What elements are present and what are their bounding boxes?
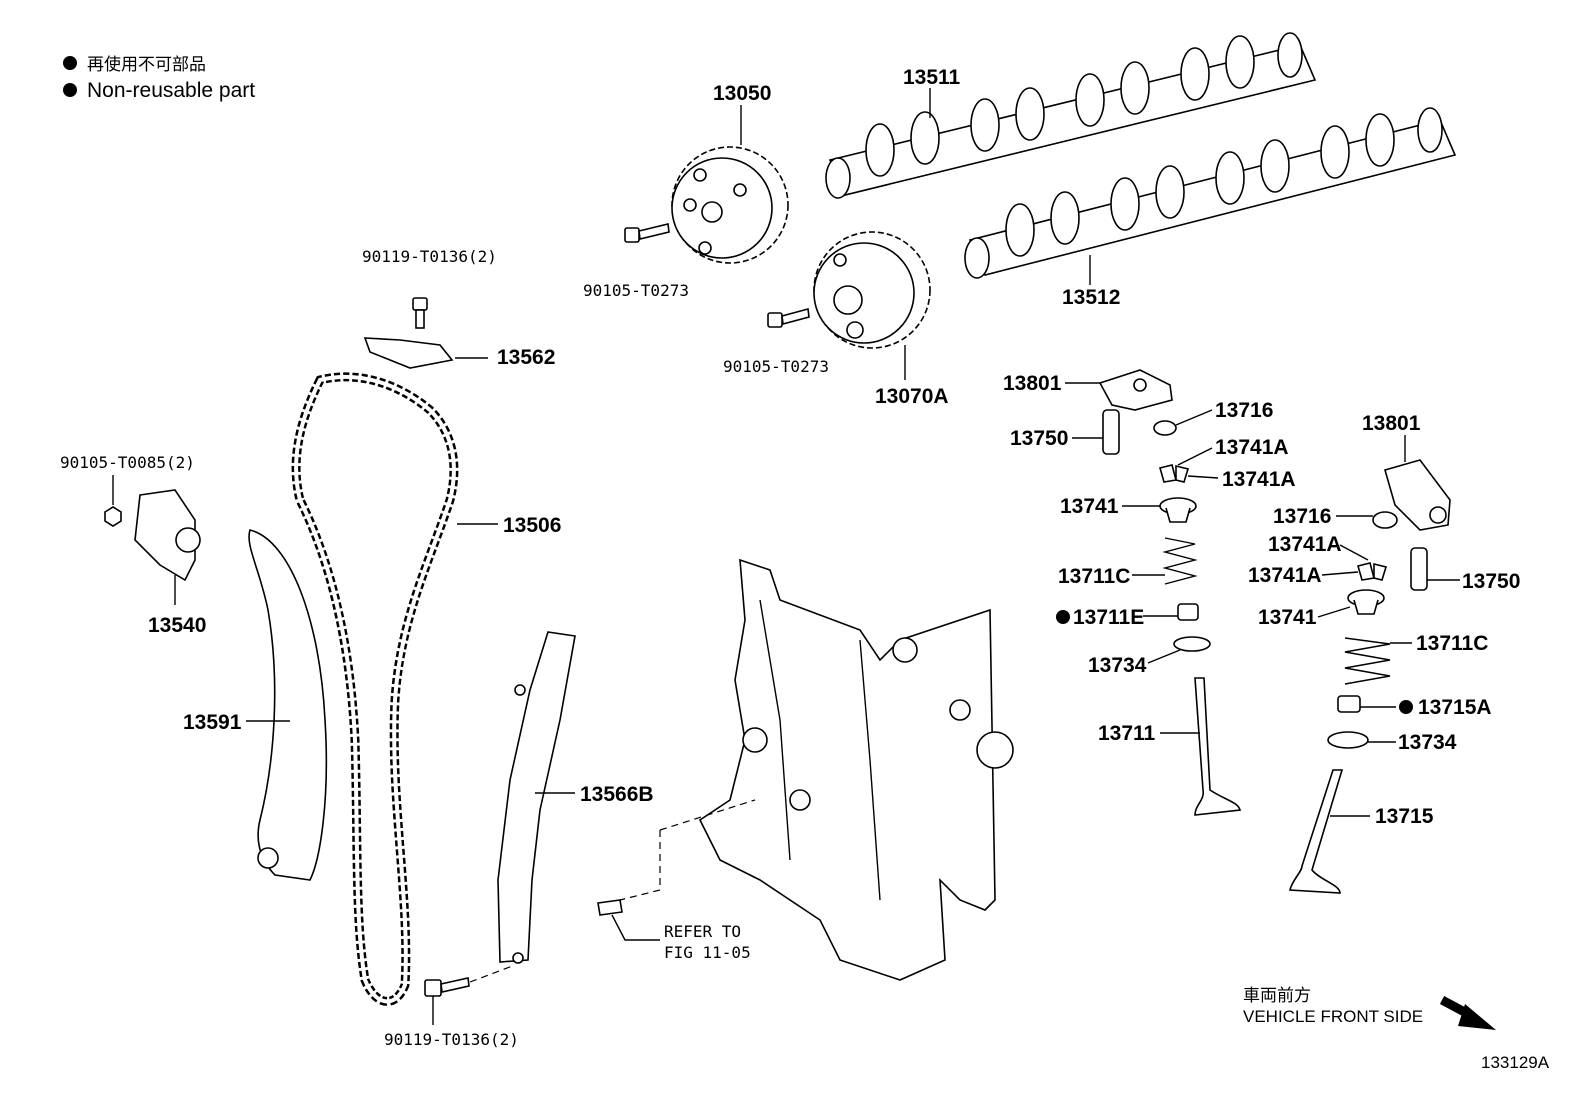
callout-90119-t0136-bottom: 90119-T0136(2) (384, 1030, 519, 1049)
non-reusable-bullet-icon (63, 83, 77, 97)
chain-guide-13562 (363, 337, 488, 369)
callout-90119-t0136-top: 90119-T0136(2) (362, 247, 497, 266)
callout-13715: 13715 (1375, 805, 1434, 828)
vehicle-direction: 車両前方 VEHICLE FRONT SIDE (1243, 986, 1496, 1030)
chain-slipper-13591 (246, 529, 328, 881)
timing-chain-13506 (291, 372, 498, 1006)
lash-adjuster-13750-b (1410, 547, 1460, 591)
valve-seal-13715a (1337, 695, 1396, 713)
direction-en: VEHICLE FRONT SIDE (1243, 1007, 1423, 1026)
callout-13506: 13506 (503, 514, 561, 537)
spring-retainer-13741-a (1122, 497, 1197, 523)
direction-jp: 車両前方 (1243, 986, 1311, 1005)
callout-13741a-4: 13741A (1248, 564, 1322, 587)
valve-seal-13711e (1143, 603, 1199, 621)
callout-13050: 13050 (713, 82, 771, 105)
callout-13750-a: 13750 (1010, 427, 1068, 450)
callout-13741a-3: 13741A (1268, 533, 1342, 556)
callout-labels: 13050 13511 13512 13070A 90105-T0273 901… (60, 66, 1520, 1049)
non-reusable-bullet-icon (1056, 610, 1070, 624)
chain-guide-13566b (497, 631, 576, 964)
spring-seat-13734-b (1327, 731, 1396, 749)
bolt-90105-t0273-b (767, 307, 810, 328)
valve-keepers-13741a-b (1321, 544, 1388, 581)
cam-timing-gear-13070a (813, 231, 931, 380)
refer-line-2: FIG 11-05 (664, 943, 751, 962)
bolt-90119-t0136-bottom (424, 964, 516, 1025)
legend-en: Non-reusable part (87, 79, 255, 102)
front-direction-arrow-icon (1439, 996, 1496, 1030)
camshaft-13511 (825, 32, 1317, 199)
camshaft-13512 (964, 107, 1457, 285)
callout-13511: 13511 (903, 66, 961, 89)
dowel-pin (597, 899, 660, 941)
callout-13750-b: 13750 (1462, 570, 1520, 593)
callout-90105-t0085: 90105-T0085(2) (60, 453, 195, 472)
legend: 再使用不可部品 Non-reusable part (63, 54, 255, 102)
callout-13711c-a: 13711C (1058, 565, 1130, 588)
callout-13562: 13562 (497, 346, 555, 369)
exhaust-valve-13715 (1289, 769, 1370, 894)
callout-13716-b: 13716 (1273, 505, 1331, 528)
callout-13741a-2: 13741A (1222, 468, 1296, 491)
spring-retainer-13741-b (1317, 589, 1385, 618)
valve-shim-13716-a (1153, 409, 1213, 436)
callout-13734-a: 13734 (1088, 654, 1147, 677)
non-reusable-bullet-icon (1399, 700, 1413, 714)
figure-id: 133129A (1481, 1053, 1550, 1072)
rocker-arm-13801-b (1384, 435, 1451, 531)
bolt-90105-t0273-a (624, 223, 670, 243)
valve-keepers-13741a-a (1159, 447, 1219, 483)
spring-seat-13734-a (1147, 636, 1211, 664)
callout-13734-b: 13734 (1398, 731, 1457, 754)
lash-adjuster-13750-a (1072, 409, 1120, 455)
rocker-arm-13801-a (1065, 369, 1173, 411)
callout-13591: 13591 (183, 711, 242, 734)
callout-13711: 13711 (1098, 722, 1156, 745)
cylinder-head-outline (619, 558, 1014, 981)
callout-13711c-b: 13711C (1416, 632, 1488, 655)
refer-line-1: REFER TO (664, 922, 741, 941)
non-reusable-bullet-icon (63, 56, 77, 70)
callout-13711e: 13711E (1073, 606, 1144, 629)
valve-spring-13711c-b (1344, 637, 1412, 685)
refer-note: REFER TO FIG 11-05 (664, 922, 751, 962)
cam-timing-gear-13050 (671, 105, 789, 264)
callout-13512: 13512 (1062, 286, 1120, 309)
callout-13715a: 13715A (1418, 696, 1492, 719)
callout-13801-b: 13801 (1362, 412, 1421, 435)
callout-13801-a: 13801 (1003, 372, 1062, 395)
chain-tensioner-13540 (104, 475, 201, 605)
callout-13741-a: 13741 (1060, 495, 1119, 518)
callout-13070a: 13070A (875, 385, 949, 408)
callout-13566b: 13566B (580, 783, 654, 806)
legend-jp: 再使用不可部品 (87, 54, 206, 74)
callout-90105-t0273-b: 90105-T0273 (723, 357, 829, 376)
callout-90105-t0273-a: 90105-T0273 (583, 281, 689, 300)
valve-spring-13711c-a (1132, 537, 1198, 585)
callout-13540: 13540 (148, 614, 206, 637)
bolt-90119-t0136-top (412, 297, 428, 329)
callout-13741-b: 13741 (1258, 606, 1317, 629)
callout-13741a-1: 13741A (1215, 436, 1289, 459)
intake-valve-13711 (1160, 677, 1241, 816)
valve-shim-13716-b (1336, 511, 1398, 529)
callout-13716-a: 13716 (1215, 399, 1273, 422)
